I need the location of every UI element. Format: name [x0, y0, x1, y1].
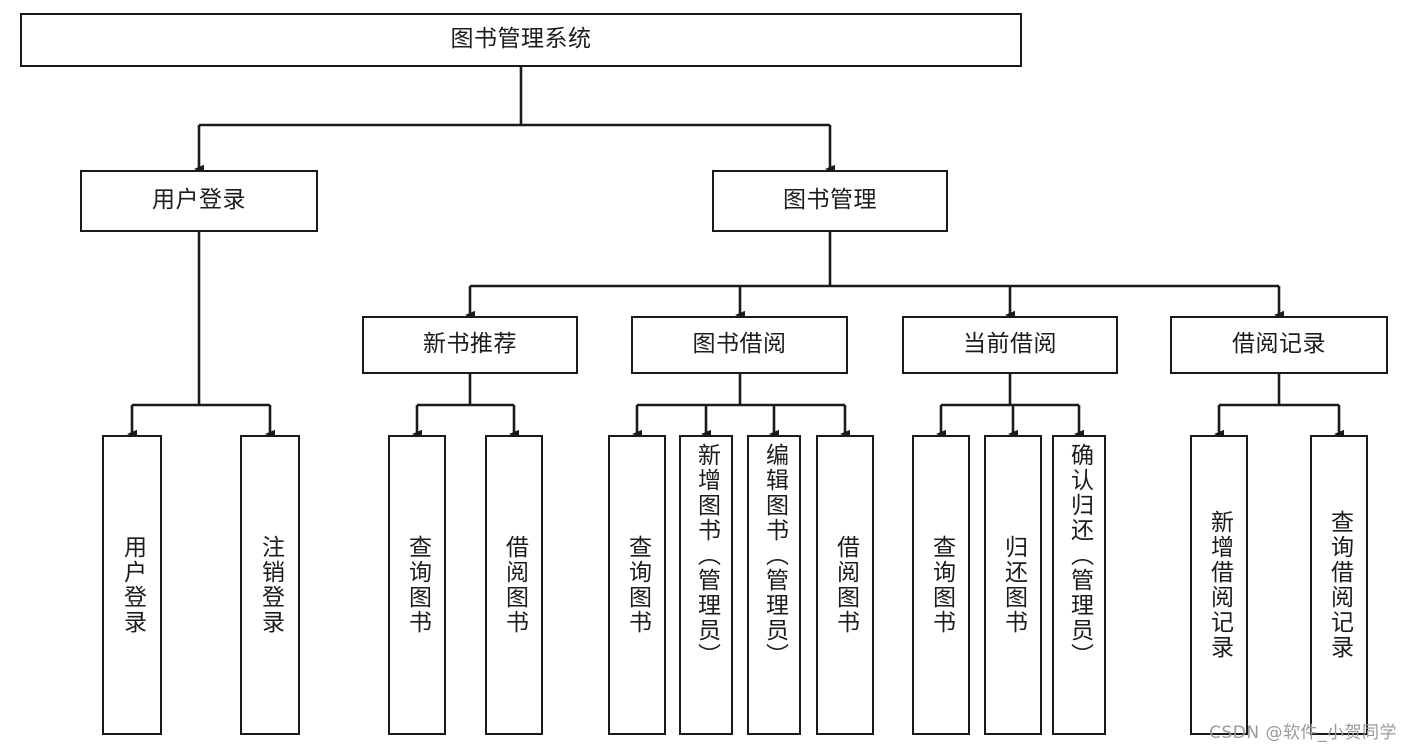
node-label: 新增图书（管理员） — [693, 443, 720, 668]
node-n-book-borrow[interactable]: 图书借阅 — [631, 316, 848, 374]
node-label: 当前借阅 — [963, 331, 1057, 358]
node-n-new-book-rec[interactable]: 新书推荐 — [362, 316, 578, 374]
node-l-borrow-book-2[interactable]: 借阅图书 — [816, 435, 874, 735]
node-label: 图书管理系统 — [450, 26, 592, 53]
node-label: 归还图书 — [1000, 535, 1027, 635]
node-root[interactable]: 图书管理系统 — [20, 13, 1022, 67]
node-label: 注销登录 — [257, 535, 284, 635]
watermark-label: CSDN @软件_小贺同学 — [1209, 723, 1397, 743]
node-l-add-record[interactable]: 新增借阅记录 — [1190, 435, 1248, 735]
node-label: 查询图书 — [624, 535, 651, 635]
node-label: 用户登录 — [152, 187, 246, 214]
node-label: 查询借阅记录 — [1326, 510, 1353, 660]
node-label: 图书借阅 — [692, 331, 787, 358]
node-label: 确认归还（管理员） — [1066, 443, 1093, 668]
node-label: 编辑图书（管理员） — [761, 443, 788, 668]
node-l-query-book-2[interactable]: 查询图书 — [608, 435, 666, 735]
node-l-borrow-book-1[interactable]: 借阅图书 — [485, 435, 543, 735]
node-n-user-login[interactable]: 用户登录 — [80, 170, 318, 232]
node-n-book-mgmt[interactable]: 图书管理 — [712, 170, 948, 232]
node-l-user-login[interactable]: 用户登录 — [102, 435, 162, 735]
node-l-edit-book[interactable]: 编辑图书（管理员） — [747, 435, 801, 735]
node-l-return-book[interactable]: 归还图书 — [984, 435, 1042, 735]
node-n-borrow-record[interactable]: 借阅记录 — [1170, 316, 1388, 374]
node-label: 借阅记录 — [1232, 331, 1326, 358]
node-l-confirm-return[interactable]: 确认归还（管理员） — [1052, 435, 1106, 735]
node-l-user-logout[interactable]: 注销登录 — [240, 435, 300, 735]
node-label: 借阅图书 — [501, 535, 528, 635]
node-label: 图书管理 — [783, 187, 877, 214]
node-label: 新增借阅记录 — [1206, 510, 1233, 660]
node-label: 查询图书 — [928, 535, 955, 635]
node-l-query-record[interactable]: 查询借阅记录 — [1310, 435, 1368, 735]
node-n-current-borrow[interactable]: 当前借阅 — [902, 316, 1118, 374]
node-label: 借阅图书 — [832, 535, 859, 635]
node-label: 新书推荐 — [423, 331, 517, 358]
node-l-query-book-1[interactable]: 查询图书 — [388, 435, 446, 735]
node-l-query-book-3[interactable]: 查询图书 — [912, 435, 970, 735]
node-label: 用户登录 — [119, 535, 146, 635]
node-l-add-book[interactable]: 新增图书（管理员） — [679, 435, 733, 735]
node-label: 查询图书 — [404, 535, 431, 635]
